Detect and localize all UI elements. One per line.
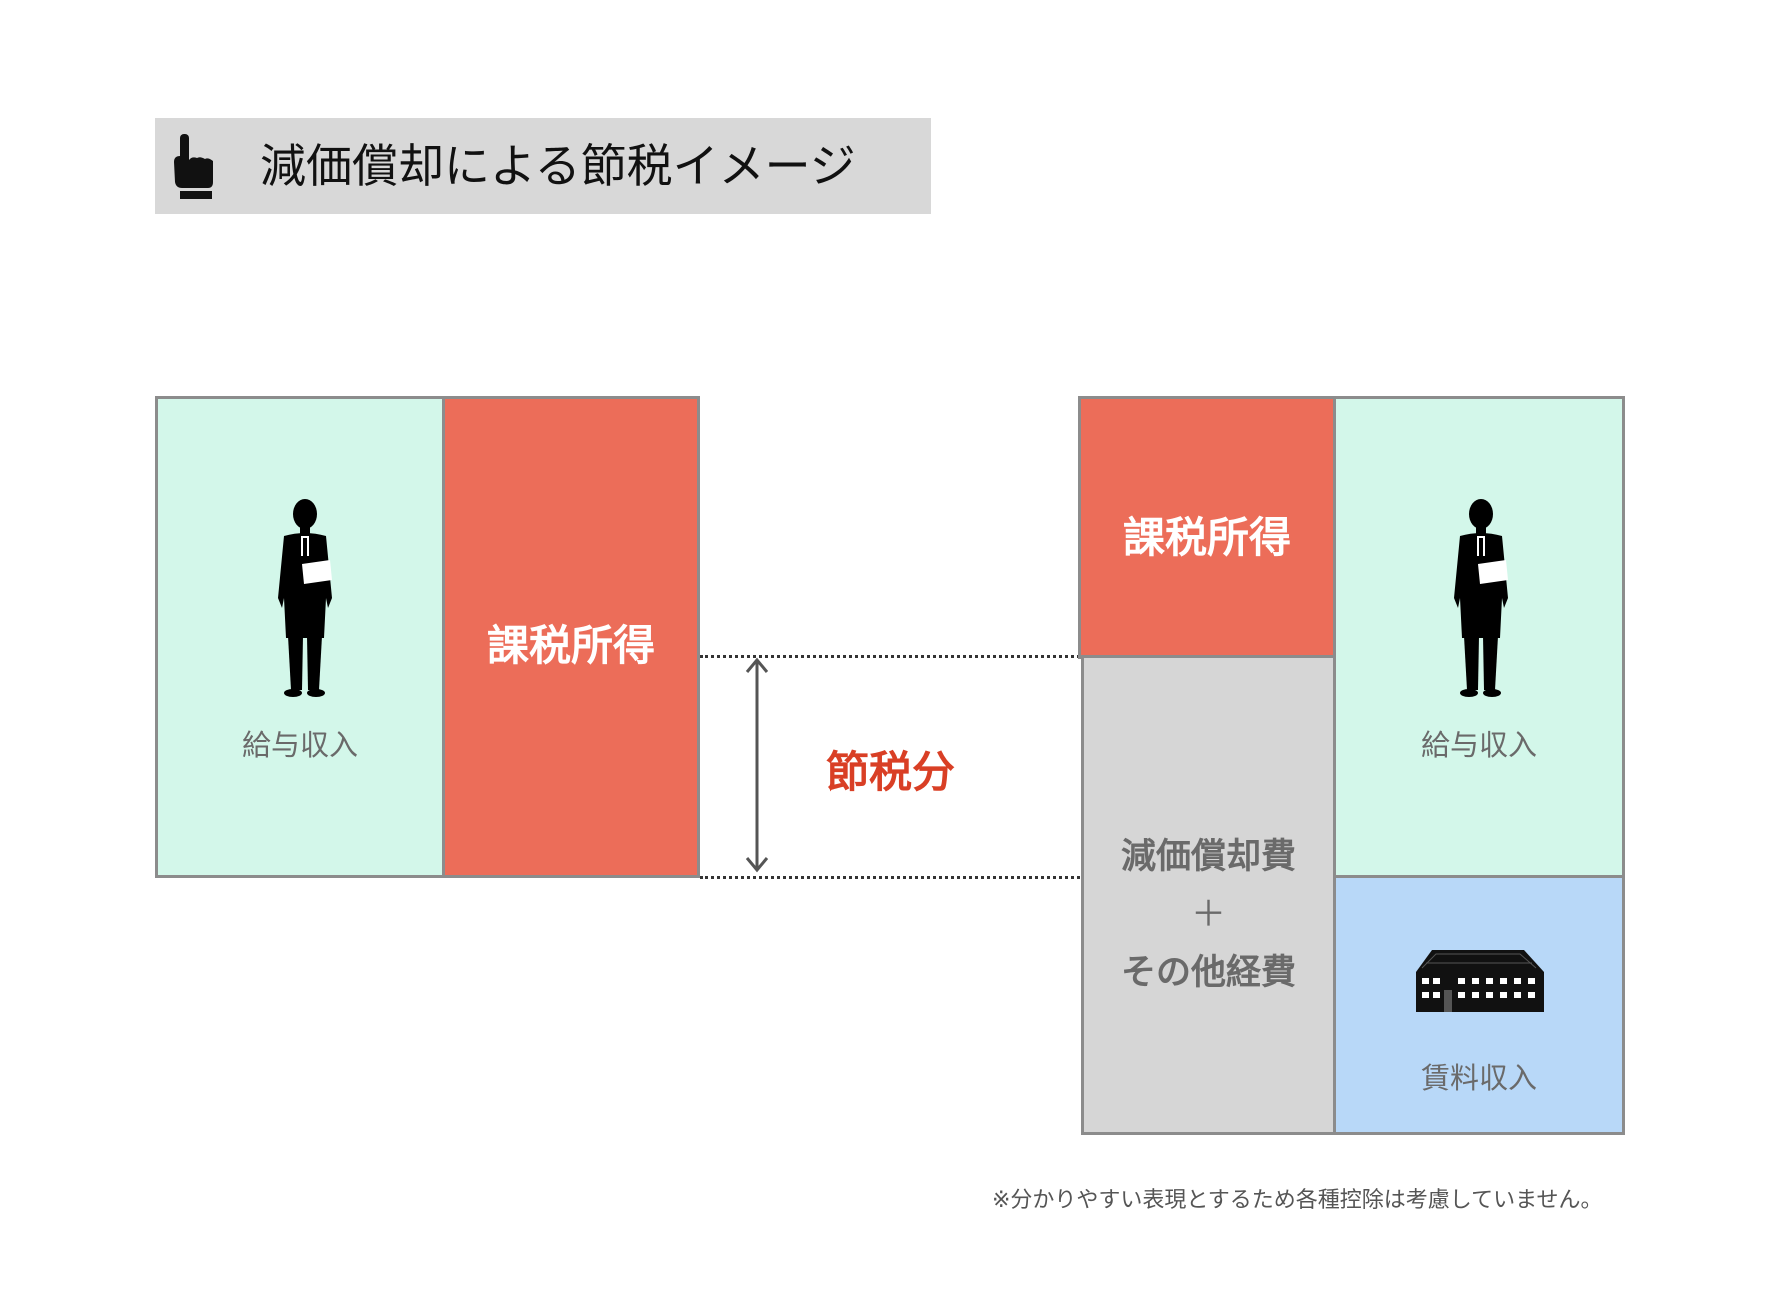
pointing-hand-icon bbox=[174, 134, 213, 199]
before-taxable-block bbox=[442, 396, 700, 878]
savings-top-line bbox=[700, 655, 1086, 658]
after-taxable-block bbox=[1078, 396, 1336, 659]
businessman-icon bbox=[278, 499, 332, 697]
title-bar bbox=[155, 118, 931, 214]
expense-label-plus: ＋ bbox=[1190, 895, 1226, 935]
after-taxable-label: 課税所得 bbox=[1122, 513, 1291, 562]
savings-bottom-line bbox=[700, 876, 1086, 879]
expense-label-line2: その他経費 bbox=[1120, 953, 1296, 993]
page-title: 減価償却による節税イメージ bbox=[260, 139, 856, 193]
before-taxable-label: 課税所得 bbox=[486, 621, 655, 670]
savings-label: 節税分 bbox=[826, 748, 955, 798]
before-salary-label: 給与収入 bbox=[241, 728, 358, 762]
footnote: ※分かりやすい表現とするため各種控除は考慮していません。 bbox=[992, 1188, 1603, 1213]
expense-label-line1: 減価償却費 bbox=[1120, 837, 1296, 877]
rent-label: 賃料収入 bbox=[1420, 1061, 1537, 1095]
apartment-building-icon bbox=[1416, 950, 1544, 1012]
double-arrow-icon bbox=[745, 657, 769, 873]
businessman-icon bbox=[1454, 499, 1508, 697]
after-salary-label: 給与収入 bbox=[1420, 728, 1537, 762]
